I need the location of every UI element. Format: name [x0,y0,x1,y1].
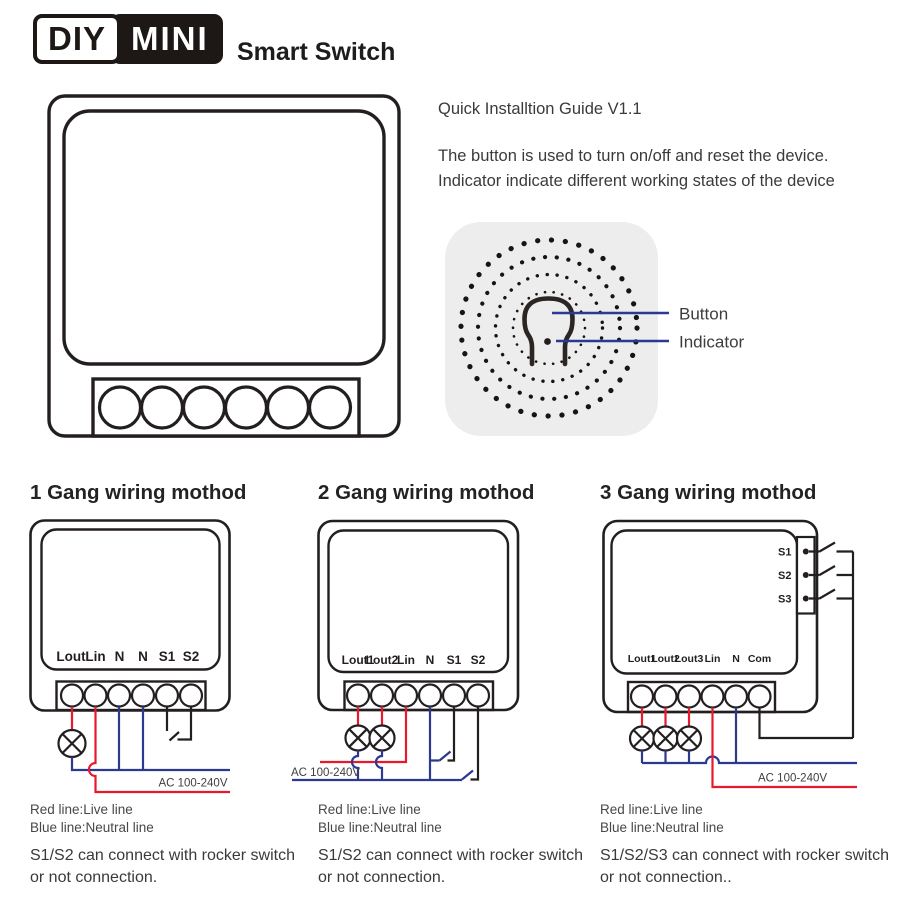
legend-1: Red line:Live line Blue line:Neutral lin… [30,801,154,836]
note-line-2: or not connection. [318,868,446,886]
terminal-label: N [115,649,125,664]
indicator-led-dot [544,338,551,345]
terminal-labels: Lout1 Lout2 Lout3 Lin N Com [628,653,771,665]
note-line-2: or not connection. [30,868,158,886]
lamp-icon [652,725,679,752]
terminal-label: Lin [705,653,721,665]
live-wire [87,706,230,794]
device-cover [40,528,221,671]
wiring-diagram-1gang: Lout Lin N N S1 S2 AC 100-240V [29,519,231,794]
wiring-diagram-3gang: S1 S2 S3 Lout1 Lout2 Lout3 Lin N Com [602,519,857,789]
com-wire [758,707,853,740]
terminal-block [55,680,207,712]
terminal-label: Lin [397,653,415,667]
device-sketch-cover [62,109,386,366]
legend-blue-line: Blue line:Neutral line [600,819,724,835]
terminal-screws [629,684,772,709]
lamp-icon [344,724,372,752]
terminal-label: S1 [447,653,462,667]
lamp-icon [675,725,703,752]
terminal-label: S2 [183,649,200,664]
legend-red-line: Red line:Live line [600,802,703,817]
guide-description: The button is used to turn on/off and re… [438,144,835,193]
live-wire [711,707,857,789]
switch-label: S2 [778,570,791,582]
section-heading-1: 1 Gang wiring mothod [30,481,247,504]
switch-labels: S1 S2 S3 [778,547,791,606]
guide-description-line1: The button is used to turn on/off and re… [438,147,829,165]
indicator-label: Indicator [679,333,745,352]
led-dot-rings [458,237,640,419]
terminal-label: Lout1 [342,653,375,667]
neutral-wire [350,750,360,780]
legend-red-line: Red line:Live line [318,802,421,817]
note-line-1: S1/S2 can connect with rocker switch [318,847,584,864]
legend-red-line: Red line:Live line [30,802,133,817]
logo-diy-badge: DIY [33,14,122,64]
rocker-switch-symbol [461,706,480,781]
neutral-wire [374,750,384,780]
ac-voltage-label: AC 100-240V [291,767,360,779]
terminal-labels: Lout1 Lout2 Lin N S1 S2 [342,653,486,667]
legend-blue-line: Blue line:Neutral line [318,819,442,835]
rocker-switch-symbols [809,541,855,738]
terminal-label: Lout3 [675,653,704,665]
legend-3: Red line:Live line Blue line:Neutral lin… [600,801,724,836]
reset-button-outline [522,296,575,367]
switch-label: S1 [778,547,791,559]
note-line-1: S1/S2 can connect with rocker switch [30,847,296,864]
device-cover [327,529,510,674]
rocker-switch-symbol [165,706,193,742]
device-sketch-terminal-holes [97,385,353,430]
device-photo: Button Indicator [445,222,745,436]
lamp-icon [368,724,396,752]
terminal-label: Com [748,653,771,665]
button-label: Button [679,305,728,324]
device-photo-body [445,222,658,436]
terminal-block [343,680,495,712]
rocker-switch-symbol [430,706,456,762]
guide-title: Quick Installtion Guide V1.1 [438,100,642,118]
terminal-label: S1 [159,649,176,664]
brand-logo: DIY MINI [33,14,223,64]
note-1: S1/S2 can connect with rocker switch or … [30,845,295,888]
legend-2: Red line:Live line Blue line:Neutral lin… [318,801,442,836]
note-line-2: or not connection.. [600,868,732,886]
terminal-block [626,680,777,714]
switch-label: S3 [778,594,791,606]
terminal-labels: Lout Lin N N S1 S2 [56,649,199,664]
terminal-label: N [426,653,435,667]
section-heading-2: 2 Gang wiring mothod [318,481,535,504]
terminal-label: S2 [471,653,486,667]
product-title: Smart Switch [237,38,396,66]
neutral-wire [70,757,230,772]
terminal-label: Lout2 [366,653,399,667]
note-2: S1/S2 can connect with rocker switch or … [318,845,583,888]
s-terminal-pins [802,548,809,602]
section-heading-3: 3 Gang wiring mothod [600,481,817,504]
terminal-label: Lout1 [628,653,657,665]
terminal-label: Lin [85,649,105,664]
lamp-icon [628,725,656,752]
lamp-icon [57,728,87,759]
neutral-wire [642,755,857,765]
device-sketch [47,94,401,438]
wiring-diagram-2gang: Lout1 Lout2 Lin N S1 S2 [291,519,520,782]
terminal-label: Lout2 [651,653,680,665]
terminal-label: N [138,649,148,664]
note-line-1: S1/S2/S3 can connect with rocker switch [600,847,890,864]
terminal-screws [345,683,491,708]
guide-description-line2: Indicator indicate different working sta… [438,171,835,190]
terminal-label: Lout [56,649,86,664]
ac-voltage-label: AC 100-240V [758,773,827,785]
ac-voltage-label: AC 100-240V [158,778,227,790]
terminal-screws [59,683,204,708]
live-wire [320,706,408,764]
logo-mini-badge: MINI [111,14,223,64]
legend-blue-line: Blue line:Neutral line [30,819,154,835]
note-3: S1/S2/S3 can connect with rocker switch … [600,845,889,888]
terminal-label: N [732,653,740,665]
